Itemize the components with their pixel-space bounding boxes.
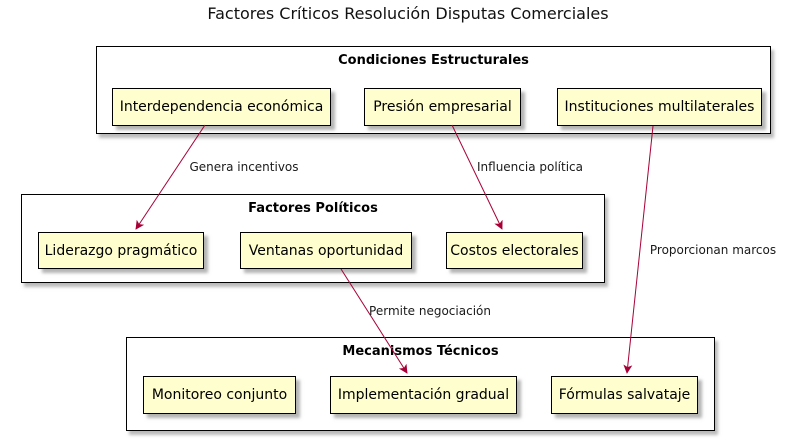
- group-title: Condiciones Estructurales: [338, 53, 529, 68]
- group-factores-politicos: Factores Políticos Liderazgo pragmático …: [21, 194, 605, 283]
- node-interdependencia-economica: Interdependencia económica: [112, 88, 331, 126]
- node-monitoreo-conjunto: Monitoreo conjunto: [143, 376, 296, 414]
- edge-label-permite-negociacion: Permite negociación: [369, 304, 491, 318]
- node-costos-electorales: Costos electorales: [446, 232, 583, 269]
- edge-label-genera-incentivos: Genera incentivos: [189, 160, 299, 174]
- edge-label-influencia-politica: Influencia política: [476, 160, 584, 174]
- group-title: Factores Políticos: [248, 201, 378, 216]
- node-presion-empresarial: Presión empresarial: [364, 88, 521, 126]
- node-instituciones-multilaterales: Instituciones multilaterales: [557, 88, 762, 126]
- node-liderazgo-pragmatico: Liderazgo pragmático: [38, 232, 204, 269]
- edge-label-proporcionan-marcos: Proporcionan marcos: [649, 243, 777, 257]
- group-mecanismos-tecnicos: Mecanismos Técnicos Monitoreo conjunto I…: [126, 337, 715, 431]
- group-condiciones-estructurales: Condiciones Estructurales Interdependenc…: [96, 46, 771, 134]
- node-implementacion-gradual: Implementación gradual: [330, 376, 517, 414]
- diagram-title: Factores Críticos Resolución Disputas Co…: [207, 4, 609, 23]
- node-formulas-salvataje: Fórmulas salvataje: [551, 376, 698, 414]
- group-title: Mecanismos Técnicos: [342, 344, 499, 359]
- node-ventanas-oportunidad: Ventanas oportunidad: [240, 232, 412, 269]
